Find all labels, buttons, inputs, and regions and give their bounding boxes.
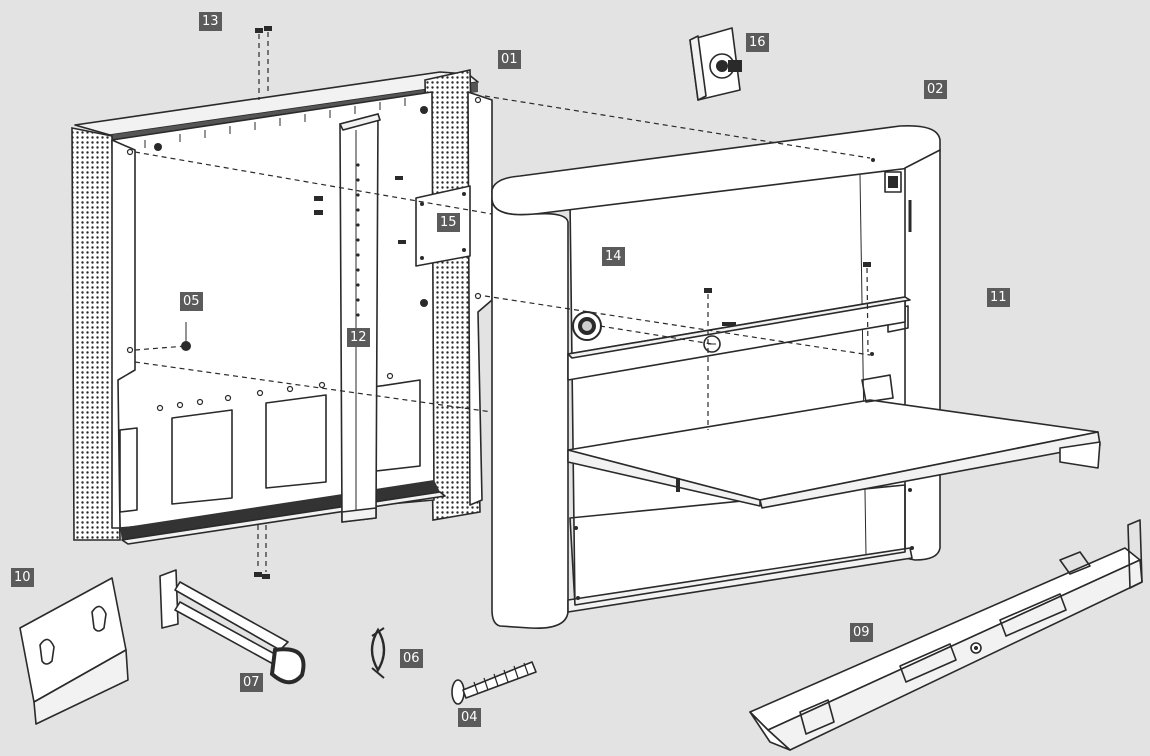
callout-13: 13 xyxy=(199,12,222,31)
alignment-stud xyxy=(181,322,191,351)
callout-01: 01 xyxy=(498,50,521,69)
front-shelf-housing xyxy=(491,124,941,629)
cable-grommet xyxy=(572,311,602,341)
cable-clip xyxy=(370,627,386,679)
long-screw xyxy=(451,661,537,705)
callout-16: 16 xyxy=(746,33,769,52)
cable-management-arm xyxy=(159,569,306,685)
callout-15: 15 xyxy=(437,213,460,232)
callout-12: 12 xyxy=(347,328,370,347)
callout-07: 07 xyxy=(240,673,263,692)
callout-10: 10 xyxy=(11,568,34,587)
callout-04: 04 xyxy=(458,708,481,727)
vertical-mounting-rail xyxy=(339,113,381,523)
cross-bar xyxy=(567,296,911,381)
wall-bracket xyxy=(19,577,129,725)
pull-out-tray xyxy=(567,374,1101,509)
callout-14: 14 xyxy=(602,247,625,266)
cam-lock xyxy=(689,27,742,101)
callout-11: 11 xyxy=(987,288,1010,307)
back-panel-enclosure xyxy=(71,69,493,545)
callout-09: 09 xyxy=(850,623,873,642)
callout-02: 02 xyxy=(924,80,947,99)
crossbar-screw xyxy=(704,262,871,430)
callout-06: 06 xyxy=(400,649,423,668)
bottom-tray-rail xyxy=(749,519,1143,751)
assembly-guide-lines xyxy=(134,95,871,413)
plate-screws xyxy=(314,176,406,244)
frame-screws xyxy=(254,26,272,579)
callout-05: 05 xyxy=(180,292,203,311)
